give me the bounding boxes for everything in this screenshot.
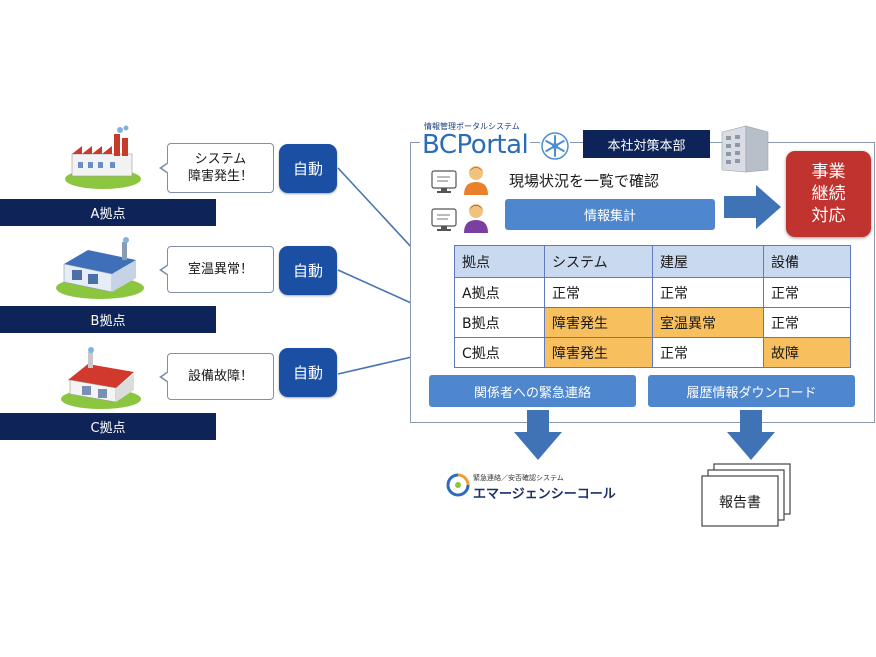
site-a-auto-badge: 自動	[279, 144, 337, 193]
table-cell-alert: 室温異常	[652, 307, 764, 338]
table-cell: 正常	[652, 337, 764, 368]
site-b-label: B拠点	[0, 306, 216, 333]
table-cell-alert: 故障	[763, 337, 851, 368]
table-row: B拠点 障害発生 室温異常 正常	[454, 307, 851, 338]
house-c-icon	[58, 346, 144, 410]
table-cell: B拠点	[454, 307, 545, 338]
site-c-message: 設備故障！	[159, 353, 274, 400]
status-table: 拠点 システム 建屋 設備 A拠点 正常 正常 正常 B拠点 障害発生 室温異常…	[454, 245, 851, 368]
table-cell: 正常	[544, 277, 653, 308]
snowflake-logo-icon	[540, 131, 570, 161]
table-cell: 正常	[763, 277, 851, 308]
overview-text: 現場状況を一覧で確認	[509, 172, 660, 190]
table-cell: 正常	[652, 277, 764, 308]
site-b-message: 室温異常！	[159, 246, 274, 293]
down-arrow-emergency-icon	[514, 410, 562, 460]
emergency-contact-button[interactable]: 関係者への緊急連絡	[429, 375, 636, 407]
table-cell: 正常	[763, 307, 851, 338]
site-c-label: C拠点	[0, 413, 216, 440]
site-b-auto-badge: 自動	[279, 246, 337, 295]
table-header-cell: 拠点	[454, 245, 545, 278]
hq-building-icon	[716, 122, 772, 176]
table-cell-alert: 障害発生	[544, 337, 653, 368]
monitor-user-icon	[428, 163, 494, 197]
site-a-label: A拠点	[0, 199, 216, 226]
report-label: 報告書	[719, 495, 761, 511]
portal-tagline: 情報管理ポータルシステム	[424, 122, 520, 131]
site-a-message: システム 障害発生！	[159, 143, 274, 193]
table-cell: A拠点	[454, 277, 545, 308]
emergency-call-logo-icon	[446, 473, 470, 497]
hq-label: 本社対策本部	[583, 130, 710, 158]
table-header-cell: 設備	[763, 245, 851, 278]
portal-logo-text: BCPortal	[420, 130, 531, 160]
emergency-call-name: エマージェンシーコール	[473, 487, 616, 502]
report-document-icon	[696, 462, 800, 534]
bcp-arrow-icon	[724, 185, 781, 229]
table-header-cell: システム	[544, 245, 653, 278]
emergency-call-tagline: 緊急連絡／安否確認システム	[473, 474, 564, 482]
factory-a-icon	[62, 124, 144, 190]
history-download-button[interactable]: 履歴情報ダウンロード	[648, 375, 855, 407]
warehouse-b-icon	[52, 236, 148, 300]
aggregate-label: 情報集計	[505, 199, 715, 230]
table-row: A拠点 正常 正常 正常	[454, 277, 851, 308]
table-row: C拠点 障害発生 正常 故障	[454, 337, 851, 368]
table-cell: C拠点	[454, 337, 545, 368]
down-arrow-report-icon	[727, 410, 775, 460]
table-header-row: 拠点 システム 建屋 設備	[454, 245, 851, 278]
site-c-auto-badge: 自動	[279, 348, 337, 397]
table-cell-alert: 障害発生	[544, 307, 653, 338]
table-header-cell: 建屋	[652, 245, 764, 278]
bcp-response-box: 事業 継続 対応	[786, 151, 871, 237]
monitor-user-icon-2	[428, 201, 494, 235]
